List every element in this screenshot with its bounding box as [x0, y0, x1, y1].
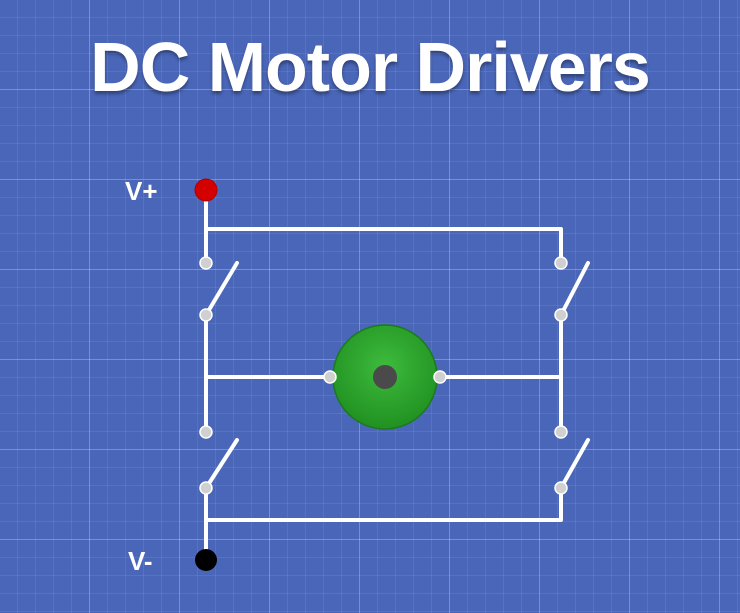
top-rail-wire: [204, 227, 563, 265]
v-minus-terminal: [195, 549, 217, 571]
v-minus-label: V-: [128, 546, 153, 576]
motor-shaft-icon: [373, 365, 397, 389]
switch-terminal: [199, 256, 213, 270]
switch-terminal: [199, 308, 213, 322]
switch-terminal: [199, 481, 213, 495]
motor-terminal: [433, 370, 447, 384]
switch-terminal: [554, 481, 568, 495]
v-plus-terminal: [194, 178, 218, 202]
switch-icon: [559, 261, 590, 317]
wires: [204, 188, 563, 562]
page-title: DC Motor Drivers: [90, 28, 651, 106]
motor-terminal: [323, 370, 337, 384]
switch-terminal: [554, 425, 568, 439]
v-plus-label: V+: [125, 176, 158, 206]
bottom-rail-wire: [204, 486, 563, 522]
switch-icon: [204, 438, 239, 490]
switch-icon: [204, 261, 239, 317]
switch-terminal: [554, 256, 568, 270]
switch-terminal: [554, 308, 568, 322]
switch-terminal: [199, 425, 213, 439]
switch-icon: [559, 438, 590, 490]
dc-motor-icon: [323, 324, 447, 430]
